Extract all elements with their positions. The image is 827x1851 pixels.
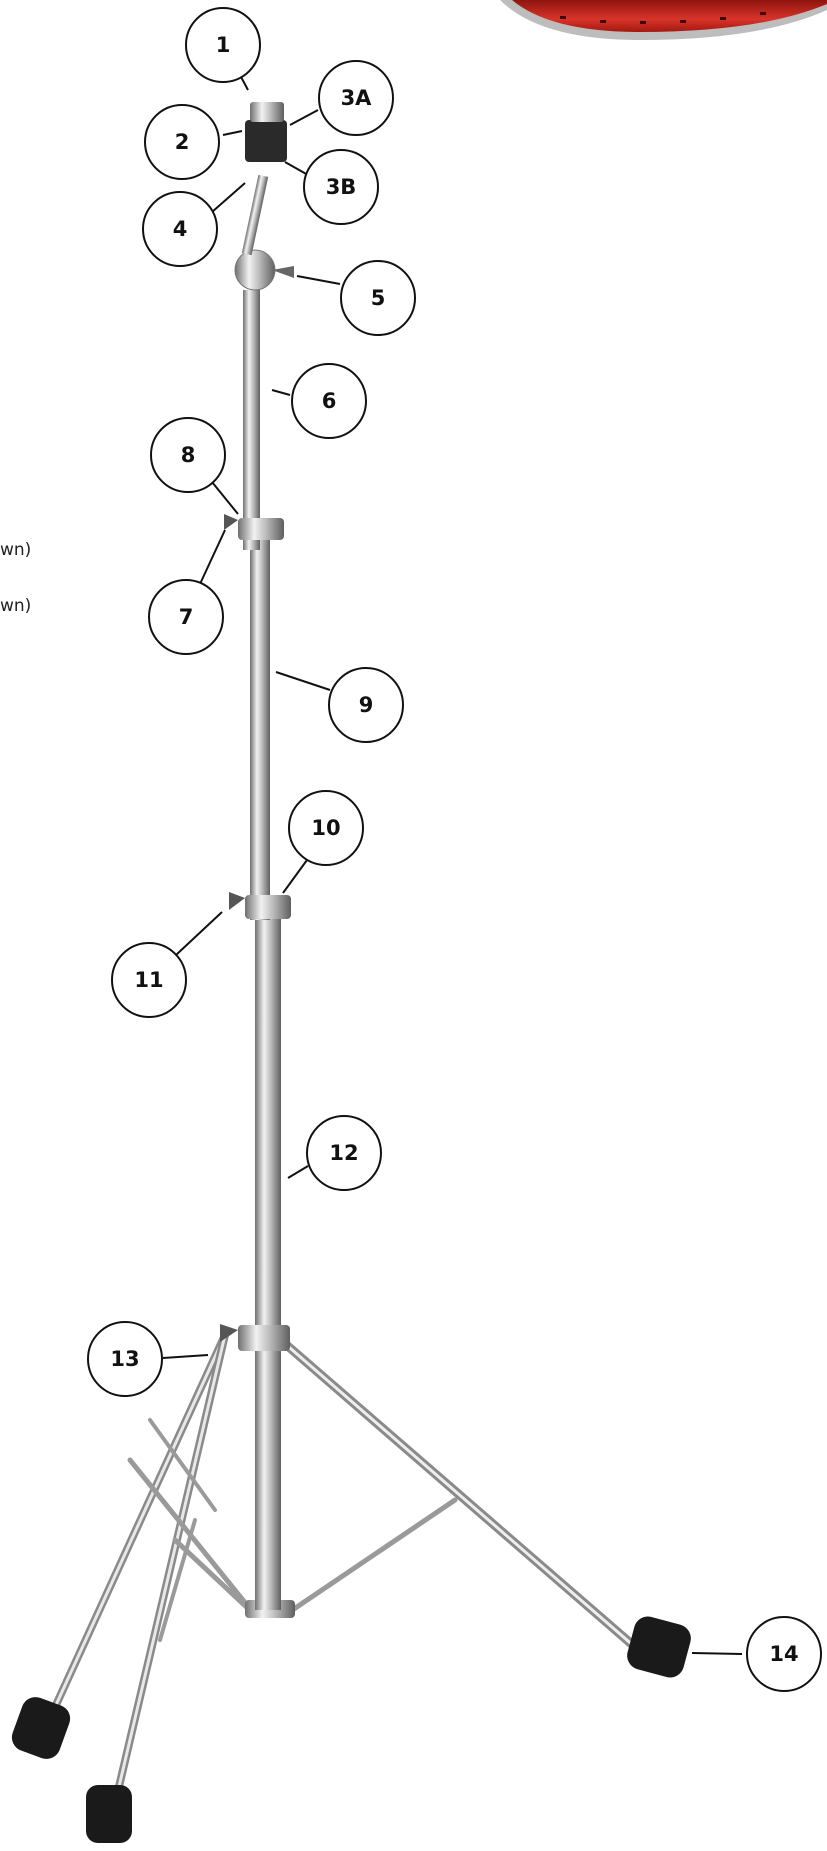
callout-numbers: 1 2 3A 3B 4 5 6 8 7 9 10 11 12 13 14 [110, 33, 798, 1666]
callout-7-label: 7 [179, 605, 194, 629]
callout-9-label: 9 [359, 693, 374, 717]
callout-1-label: 1 [216, 33, 231, 57]
rubber-feet [11, 1616, 691, 1843]
callout-4-label: 4 [173, 217, 188, 241]
callout-12-label: 12 [329, 1141, 358, 1165]
callout-8-label: 8 [181, 443, 196, 467]
side-text-1: wn) [0, 540, 32, 560]
callout-13-label: 13 [110, 1347, 139, 1371]
callout-6-label: 6 [322, 389, 337, 413]
callout-10-label: 10 [311, 816, 340, 840]
callout-2-label: 2 [175, 130, 190, 154]
callout-14-label: 14 [769, 1642, 798, 1666]
drum-edge [500, 0, 827, 40]
callout-5-label: 5 [371, 286, 386, 310]
callout-3a-label: 3A [341, 86, 373, 110]
callouts [87, 7, 822, 1692]
tripod-legs [36, 1330, 655, 1829]
callout-11-label: 11 [134, 968, 163, 992]
side-text-2: wn) [0, 596, 32, 616]
callout-3b-label: 3B [326, 175, 357, 199]
stand-tubes [220, 102, 294, 1610]
